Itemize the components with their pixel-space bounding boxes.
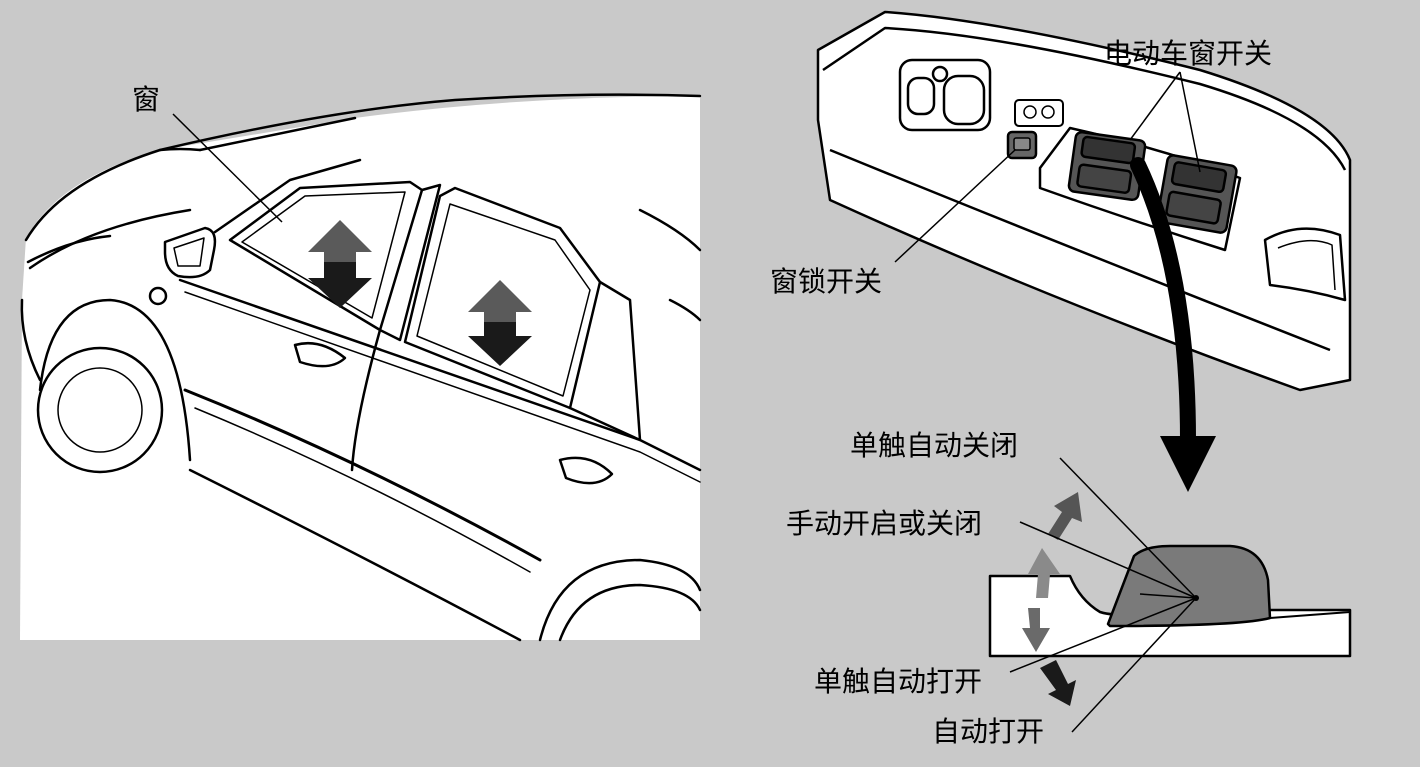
mirror-lr-selector — [1015, 100, 1063, 126]
label-one-touch-auto-close: 单触自动关闭 — [850, 432, 1018, 460]
switch-knob — [1108, 546, 1270, 626]
label-window: 窗 — [132, 86, 160, 114]
label-auto-open: 自动打开 — [932, 718, 1044, 746]
label-power-window-switch: 电动车窗开关 — [1104, 40, 1272, 68]
mirror-switch-right — [944, 76, 984, 124]
auto-open-arrow — [1040, 660, 1076, 706]
one-touch-close-arrow — [1048, 492, 1082, 540]
label-one-touch-auto-open: 单触自动打开 — [814, 668, 982, 696]
label-manual-open-or-close: 手动开启或关闭 — [786, 510, 982, 538]
switch-pivot-point — [1193, 595, 1199, 601]
mirror-switch-left — [908, 78, 934, 114]
label-window-lock-switch: 窗锁开关 — [770, 268, 882, 296]
car-body-fill — [20, 96, 700, 640]
car-illustration — [20, 95, 700, 640]
mirror-selector — [933, 67, 947, 81]
